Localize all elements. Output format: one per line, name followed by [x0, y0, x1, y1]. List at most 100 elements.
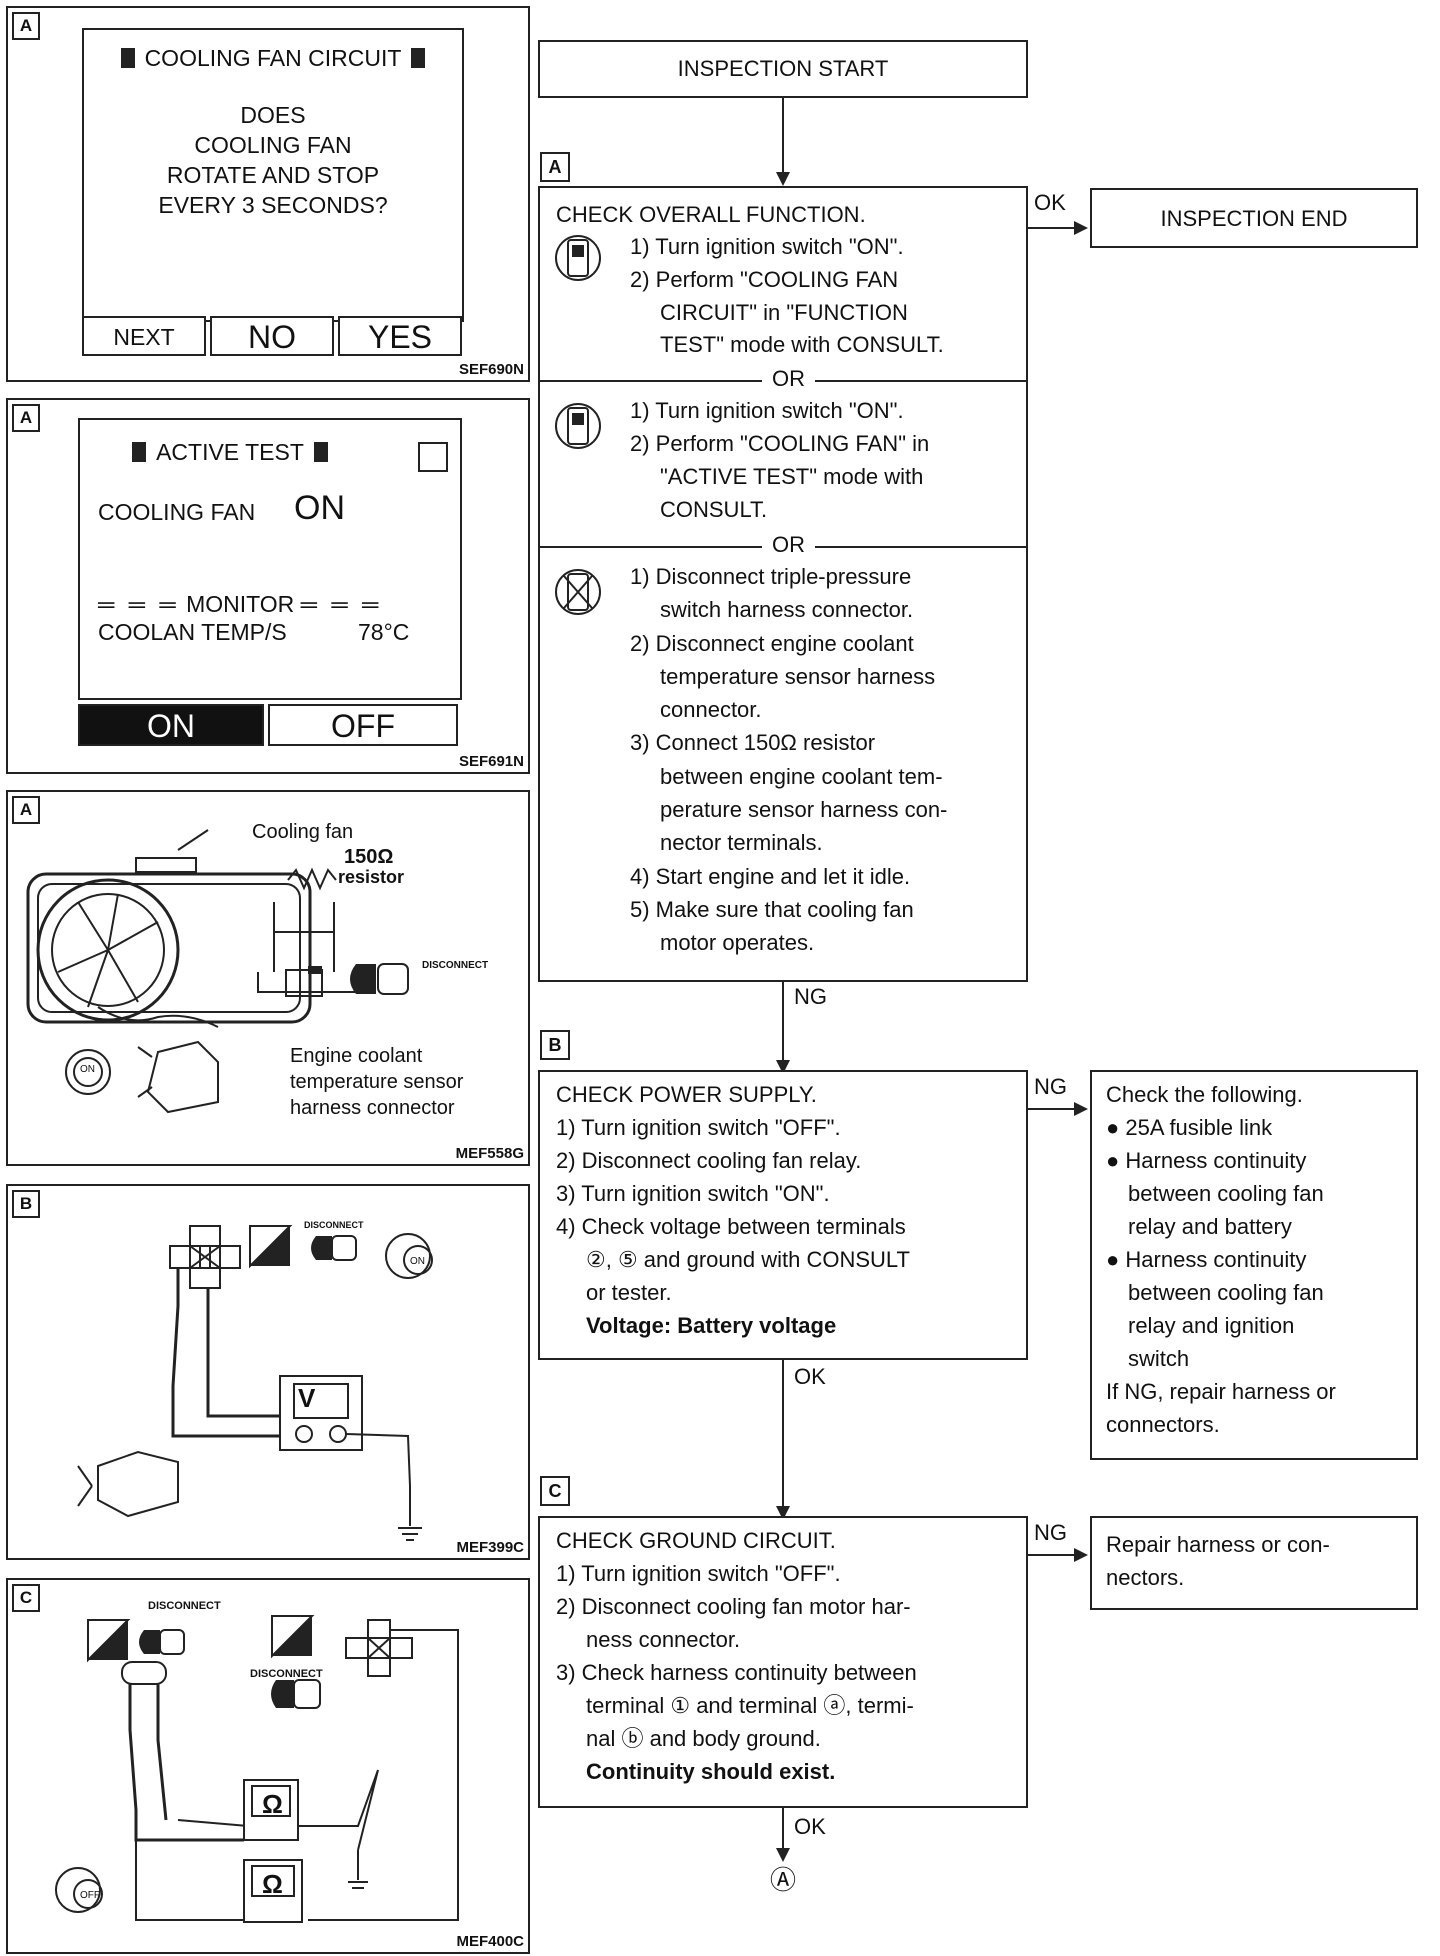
figure-code: SEF691N: [458, 753, 524, 770]
step-line: 2) Perform "COOLING FAN" in: [630, 431, 930, 456]
sensor-label: harness connector: [290, 1097, 455, 1119]
radiator-fan-illustration: [26, 829, 409, 1114]
note-line: Repair harness or con-: [1106, 1532, 1330, 1557]
step-line: between engine coolant tem-: [660, 764, 943, 789]
consult-icon: [555, 235, 601, 281]
disconnect-label: DISCONNECT: [304, 1220, 364, 1230]
resistor-label: resistor: [338, 867, 405, 887]
repair-harness-box: Repair harness or con- nectors.: [1090, 1516, 1418, 1610]
question-line: COOLING FAN: [194, 132, 352, 158]
question-line: ROTATE AND STOP: [166, 162, 380, 188]
step-title: CHECK GROUND CIRCUIT.: [556, 1528, 836, 1553]
figure-code: MEF558G: [455, 1145, 524, 1162]
ok-label: OK: [794, 1364, 826, 1389]
fan-label: COOLING FAN: [98, 499, 256, 525]
step-line: CIRCUIT" in "FUNCTION: [660, 300, 908, 325]
on-key-label: ON: [80, 1064, 95, 1075]
panel-tag: A: [12, 404, 40, 432]
step-line: terminal ① and terminal ⓐ, termi-: [586, 1693, 914, 1718]
step-line: nector terminals.: [660, 830, 823, 855]
screen-title: COOLING FAN CIRCUIT: [84, 42, 462, 75]
flow-line: [782, 982, 784, 1064]
note-line: ● Harness continuity: [1106, 1247, 1307, 1272]
note-line: Check the following.: [1106, 1082, 1303, 1107]
flow-line: [1028, 1554, 1076, 1556]
ohmmeter-label: Ω: [262, 1789, 283, 1819]
step-tag-a: A: [540, 152, 570, 182]
check-power-supply-box: CHECK POWER SUPPLY. 1) Turn ignition swi…: [538, 1070, 1028, 1360]
step-line: 3) Turn ignition switch "ON".: [556, 1181, 830, 1206]
step-line: ness connector.: [586, 1627, 741, 1652]
monitor-label: ═ ═ ═ MONITOR ═ ═ ═: [98, 591, 383, 617]
ok-label: OK: [1034, 190, 1066, 215]
step-line: 5) Make sure that cooling fan: [630, 897, 914, 922]
or-label: OR: [762, 528, 815, 561]
step-line: 1) Turn ignition switch "OFF".: [556, 1115, 841, 1140]
ng-label: NG: [794, 984, 827, 1009]
flow-arrow: [776, 1848, 790, 1862]
step-line: 2) Disconnect cooling fan motor har-: [556, 1594, 911, 1619]
off-button[interactable]: OFF: [268, 704, 458, 746]
note-line: between cooling fan: [1128, 1181, 1324, 1206]
step-line: 4) Start engine and let it idle.: [630, 864, 911, 889]
or-label: OR: [762, 362, 815, 395]
step-line: 2) Perform "COOLING FAN: [630, 267, 899, 292]
note-line: between cooling fan: [1128, 1280, 1324, 1305]
step-line: perature sensor harness con-: [660, 797, 948, 822]
question-line: DOES: [240, 102, 306, 128]
step-line: switch harness connector.: [660, 597, 914, 622]
no-button[interactable]: NO: [210, 316, 334, 356]
note-line: relay and battery: [1128, 1214, 1292, 1239]
panel-active-test: A ACTIVE TEST COOLING FAN ON ═ ═ ═ MONIT…: [6, 398, 530, 774]
next-button[interactable]: NEXT: [82, 316, 206, 356]
step-line: CONSULT.: [660, 497, 768, 522]
figure-code: MEF399C: [456, 1539, 524, 1556]
note-line: relay and ignition: [1128, 1313, 1295, 1338]
consult-screen: COOLING FAN CIRCUIT DOES COOLING FAN ROT…: [82, 28, 464, 322]
step-title: CHECK OVERALL FUNCTION.: [556, 202, 866, 227]
step-line: "ACTIVE TEST" mode with: [660, 464, 924, 489]
check-ground-circuit-box: CHECK GROUND CIRCUIT. 1) Turn ignition s…: [538, 1516, 1028, 1808]
step-title: CHECK POWER SUPPLY.: [556, 1082, 817, 1107]
step-line: 3) Check harness continuity between: [556, 1660, 917, 1685]
continuity-test-illustration: [55, 1615, 459, 1923]
panel-tag: A: [12, 12, 40, 40]
screen-title: ACTIVE TEST: [80, 436, 380, 469]
disconnect-label: DISCONNECT: [422, 960, 489, 971]
flow-arrow: [776, 172, 790, 186]
step-line: 3) Connect 150Ω resistor: [630, 730, 876, 755]
check-overall-function-box: CHECK OVERALL FUNCTION. 1) Turn ignition…: [538, 186, 1028, 982]
panel-tag: A: [12, 796, 40, 824]
note-line: nectors.: [1106, 1565, 1185, 1590]
consult-screen: ACTIVE TEST COOLING FAN ON ═ ═ ═ MONITOR…: [78, 418, 462, 700]
step-line: 2) Disconnect engine coolant: [630, 631, 914, 656]
note-line: connectors.: [1106, 1412, 1220, 1437]
flow-line: [1028, 227, 1076, 229]
note-line: ● Harness continuity: [1106, 1148, 1307, 1173]
spec-line: Continuity should exist.: [586, 1759, 836, 1784]
step-line: connector.: [660, 697, 762, 722]
figure-code: SEF690N: [458, 361, 524, 378]
voltage-test-illustration: [77, 1225, 433, 1541]
fan-value: ON: [294, 489, 345, 527]
note-line: switch: [1128, 1346, 1190, 1371]
inspection-start-box: INSPECTION START: [538, 40, 1028, 98]
panel-voltage-check: B V DISCONNECT ON MEF399C: [6, 1184, 530, 1560]
flow-line: [1028, 1108, 1076, 1110]
on-button[interactable]: ON: [78, 704, 264, 746]
temp-label: COOLAN TEMP/S: [98, 619, 287, 645]
panel-tag: C: [12, 1584, 40, 1612]
yes-button[interactable]: YES: [338, 316, 462, 356]
step-line: 1) Disconnect triple-pressure: [630, 564, 912, 589]
checkbox[interactable]: [418, 442, 448, 472]
inspection-start-label: INSPECTION START: [677, 56, 889, 81]
ohmmeter-label: Ω: [262, 1869, 283, 1899]
ng-label: NG: [1034, 1520, 1067, 1545]
panel-resistor-diagram: A Cooling fan 150Ω resistor DISCONNECT O…: [6, 790, 530, 1166]
screen-title-text: ACTIVE TEST: [156, 439, 304, 465]
disconnect-label: DISCONNECT: [148, 1600, 221, 1612]
spec-line: Voltage: Battery voltage: [586, 1313, 837, 1338]
check-following-box: Check the following. ● 25A fusible link …: [1090, 1070, 1418, 1460]
consult-icon: [555, 403, 601, 449]
flow-line: [782, 1808, 784, 1852]
